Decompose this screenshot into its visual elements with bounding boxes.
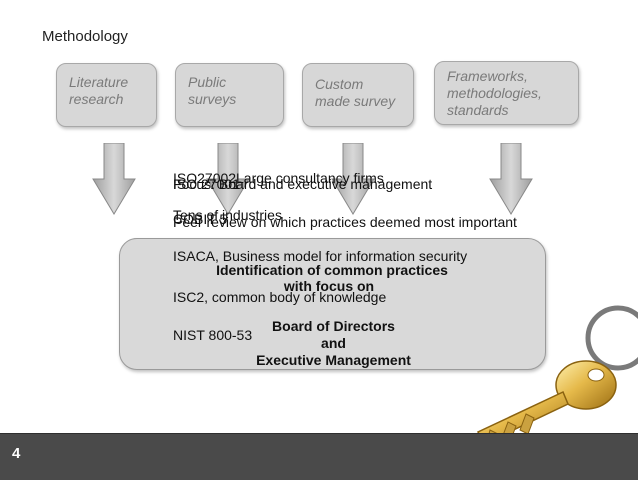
page-number: 4 (12, 445, 21, 462)
down-arrow-icon (331, 143, 375, 215)
center-line-3: Board of Directors and Executive Managem… (256, 318, 411, 368)
center-box (119, 238, 546, 370)
source-label: Custom made survey (315, 76, 396, 109)
source-label: Literature research (69, 74, 129, 107)
overlay-text: Tens of industries (173, 207, 282, 223)
overlay-text: Focus: Board and executive management (173, 176, 433, 192)
down-arrow-icon (206, 143, 250, 215)
down-arrow-icon (489, 143, 533, 215)
overlay-text: COBIT 5 (173, 211, 228, 227)
overlay-text: Large consultancy firms (236, 170, 384, 186)
slide-title: Methodology (42, 28, 128, 45)
overlay-text: ISC2, common body of knowledge (173, 289, 387, 305)
key-icon (476, 305, 638, 449)
overlay-text: Peer review on which practices deemed mo… (173, 214, 517, 230)
overlay-text: ISACA, Business model for information se… (173, 248, 468, 264)
overlay-text: NIST 800-53 (173, 327, 253, 343)
down-arrow-icon (92, 143, 136, 215)
source-box-literature: Literature research (56, 63, 157, 127)
center-line-1: Identification of common practices (216, 262, 448, 278)
source-box-public-surveys: Public surveys (175, 63, 284, 127)
source-box-frameworks: Frameworks, methodologies, standards (434, 61, 579, 125)
source-label: Public surveys (188, 74, 237, 107)
source-box-custom-survey: Custom made survey (302, 63, 414, 127)
center-line-2: with focus on (283, 278, 375, 294)
overlay-text: ISO 27001 (173, 176, 240, 192)
overlay-text: ISO27002 (173, 170, 237, 186)
footer-bar (0, 433, 638, 480)
source-label: Frameworks, methodologies, standards (447, 68, 542, 118)
